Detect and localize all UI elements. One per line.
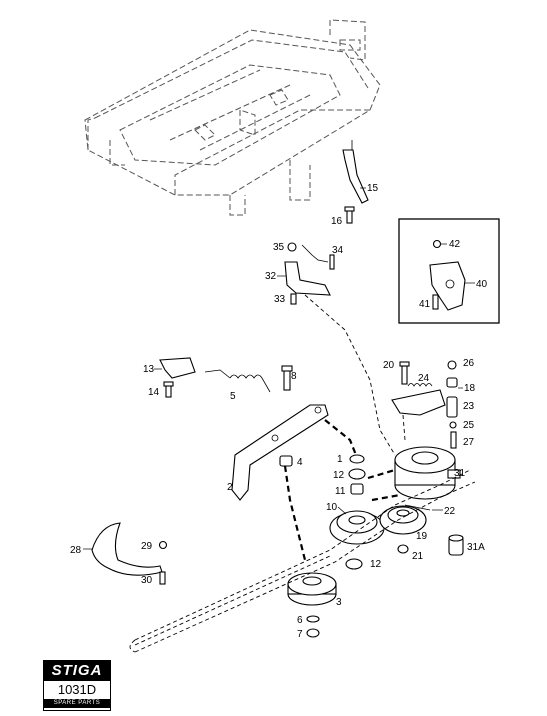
callout-18: 18	[464, 383, 476, 394]
callout-42: 42	[449, 239, 461, 250]
callout-4: 4	[297, 457, 303, 468]
callout-14: 14	[148, 387, 160, 398]
callout-19: 19	[416, 531, 428, 542]
part-5-spring	[204, 369, 271, 393]
callout-8: 8	[291, 371, 297, 382]
callout-7: 7	[297, 629, 303, 640]
part-16-bolt	[344, 206, 355, 224]
part-26-nut	[447, 360, 457, 370]
part-22-key	[404, 504, 431, 511]
part-3-idler-pulley	[287, 572, 337, 606]
part-4-spacer	[279, 455, 293, 467]
part-23-sleeve	[446, 396, 458, 418]
callout-20: 20	[383, 360, 395, 371]
callout-40: 40	[476, 279, 488, 290]
part-15-bracket	[342, 140, 369, 204]
callout-22: 22	[444, 506, 456, 517]
callout-32: 32	[265, 271, 277, 282]
part-29-nut	[158, 540, 168, 550]
callout-26: 26	[463, 358, 475, 369]
part-12-bearing-top	[348, 468, 366, 480]
callout-41: 41	[419, 299, 431, 310]
part-18-bushing	[446, 377, 458, 388]
part-31a-adapter	[448, 534, 464, 556]
part-27-bolt	[450, 431, 457, 449]
clutch-bracket	[391, 389, 446, 441]
part-2-idler-arm	[231, 404, 329, 501]
stiga-logo-block: STIGA 1031D SPARE PARTS	[43, 660, 111, 711]
spare-parts-caption: SPARE PARTS	[44, 699, 110, 708]
mower-frame	[84, 19, 381, 216]
part-33-bolt	[290, 293, 297, 305]
callout-10: 10	[326, 502, 338, 513]
callout-27: 27	[463, 437, 475, 448]
part-28-belt-guide	[91, 522, 163, 576]
part-25-washer	[449, 421, 457, 429]
callout-25: 25	[463, 420, 475, 431]
callout-5: 5	[230, 391, 236, 402]
part-19-pulley	[379, 505, 427, 535]
part-32-bracket	[284, 261, 331, 296]
part-20-bolt	[399, 361, 410, 385]
part-35-nut	[287, 242, 297, 252]
part-24-spring	[407, 383, 433, 387]
inset-box	[398, 218, 500, 324]
callout-28: 28	[70, 545, 82, 556]
callout-13: 13	[143, 364, 155, 375]
part-13-bracket	[159, 357, 196, 379]
diagram-code: 1031D	[57, 682, 97, 697]
callout-2: 2	[227, 482, 233, 493]
part-6-washer	[306, 615, 320, 623]
callout-30: 30	[141, 575, 153, 586]
part-34-spring	[301, 244, 335, 270]
part-7-nut	[306, 628, 320, 638]
callout-6: 6	[297, 615, 303, 626]
callout-23: 23	[463, 401, 475, 412]
callout-24: 24	[418, 373, 430, 384]
callout-31: 31	[454, 468, 466, 479]
callout-21: 21	[412, 551, 424, 562]
part-11-spacer	[350, 483, 364, 495]
callout-29: 29	[141, 541, 153, 552]
part-8-bolt	[281, 365, 293, 391]
callout-35: 35	[273, 242, 285, 253]
part-30-bolt	[159, 571, 166, 585]
callout-33: 33	[274, 294, 286, 305]
callout-12-bottom: 12	[370, 559, 382, 570]
stiga-logo: STIGA	[44, 661, 110, 681]
callout-31a: 31A	[467, 542, 485, 553]
callout-3: 3	[336, 597, 342, 608]
drive-belt	[129, 469, 476, 653]
part-21-nut	[397, 544, 409, 554]
callout-1: 1	[337, 454, 343, 465]
part-10-pulley	[329, 510, 385, 545]
callout-15: 15	[367, 183, 379, 194]
callout-11: 11	[335, 486, 346, 497]
part-14-bolt	[163, 381, 174, 398]
callout-12-top: 12	[333, 470, 345, 481]
part-1-spacer	[349, 454, 365, 464]
callout-34: 34	[332, 245, 344, 256]
callout-16: 16	[331, 216, 343, 227]
part-12-bearing-bottom	[345, 558, 363, 570]
part-31-clutch	[394, 446, 461, 500]
